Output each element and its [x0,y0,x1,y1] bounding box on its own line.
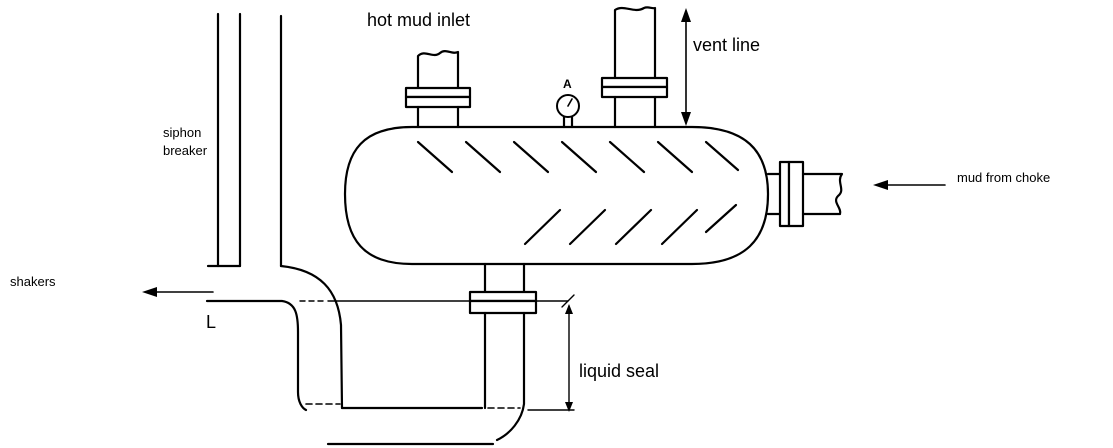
hot-mud-inlet-label: hot mud inlet [367,10,470,30]
siphon-breaker-tubes [206,12,283,268]
mud-from-choke-label: mud from choke [957,170,1050,185]
mud-from-choke-pipe [766,160,844,228]
liquid-seal-dimension [299,294,575,412]
lower-baffles [523,203,738,246]
shakers-label: shakers [10,274,56,289]
gauge-letter-label: A [563,77,572,91]
siphon-label: siphon [163,125,201,140]
breaker-label: breaker [163,143,208,158]
vent-line-dimension-arrow [681,8,691,126]
vent-line-pipe [600,6,669,129]
shakers-arrow [142,287,214,297]
liquid-seal-label: liquid seal [579,361,659,381]
mud-from-choke-arrow [873,180,946,190]
upper-baffles [416,140,740,174]
vent-line-label: vent line [693,35,760,55]
hot-mud-inlet-pipe [404,50,472,129]
pressure-gauge-icon [556,94,580,129]
l-mark-label: L [206,312,216,332]
bottom-outlet [468,262,538,442]
separator-vessel [343,125,770,266]
u-tube-liquid-seal [205,264,521,446]
